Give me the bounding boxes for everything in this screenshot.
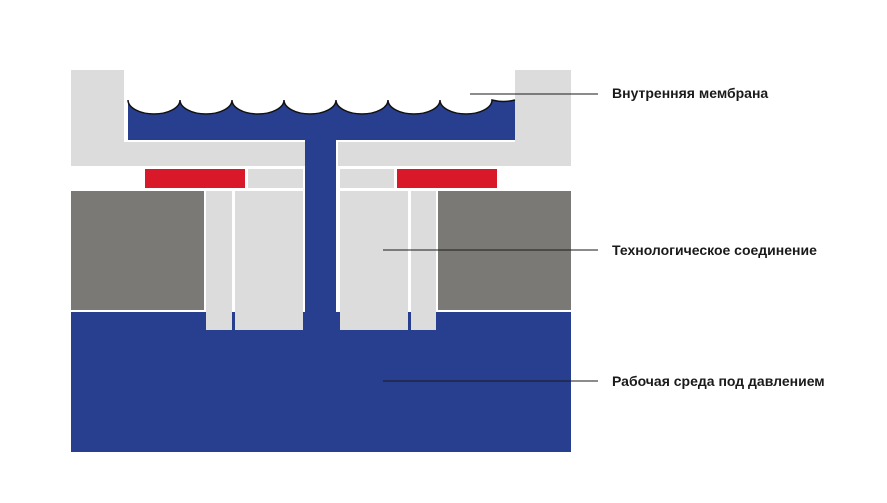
spacer-left (248, 169, 303, 188)
flange-left (71, 191, 204, 310)
upper-housing (71, 70, 571, 166)
inner-membrane (128, 70, 515, 114)
connection-right-inner (340, 191, 408, 330)
label-pressurized-medium: Рабочая среда под давлением (612, 373, 825, 389)
label-process-connection: Технологическое соединение (612, 242, 817, 258)
connection-right-outer (411, 191, 436, 330)
membrane-outline (127, 99, 516, 115)
label-inner-membrane: Внутренняя мембрана (612, 85, 769, 101)
fill-fluid (71, 100, 571, 452)
connection-left-outer (206, 191, 232, 330)
spacer-right (340, 169, 394, 188)
connection-left-inner (235, 191, 303, 330)
gasket-left (145, 169, 245, 188)
gasket-right (397, 169, 497, 188)
